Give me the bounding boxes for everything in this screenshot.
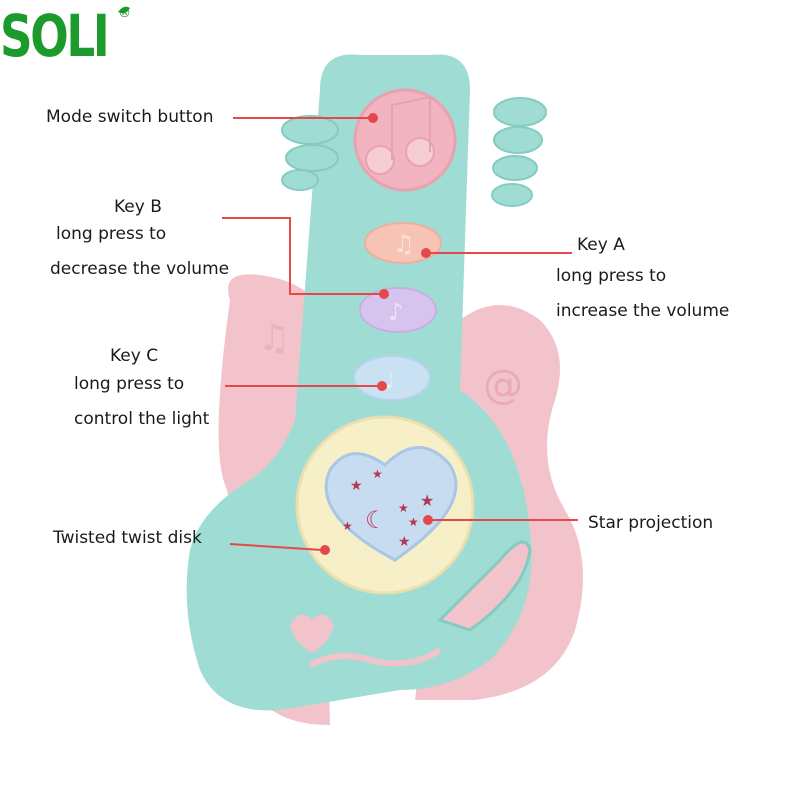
star-projection-label: Star projection xyxy=(588,513,714,533)
moon-icon: ☾ xyxy=(365,506,387,534)
music-note-icon: ♫ xyxy=(393,230,415,258)
mode-switch-button xyxy=(353,88,457,192)
key-a-title: Key A xyxy=(577,235,625,255)
svg-text:★: ★ xyxy=(408,515,419,529)
key-b-desc-line2: decrease the volume xyxy=(50,259,230,279)
twist-disk-label: Twisted twist disk xyxy=(53,528,202,548)
key-b-title: Key B xyxy=(114,197,162,217)
tuning-pegs xyxy=(281,97,547,207)
music-note-icon: ♩ xyxy=(384,369,394,394)
key-a-desc-line1: long press to xyxy=(556,266,667,286)
svg-text:★: ★ xyxy=(398,501,409,515)
svg-text:★: ★ xyxy=(420,491,434,510)
star-icon: ★ ★ ★ ★ ★ ★ ★ xyxy=(342,467,434,550)
key-c-desc-line2: control the light xyxy=(74,409,210,429)
heart-icon xyxy=(324,446,458,562)
key-b-desc-line1: long press to xyxy=(56,224,167,244)
music-note-icon xyxy=(365,95,435,175)
wave-decoration xyxy=(308,647,442,668)
heart-icon xyxy=(290,614,334,653)
mode-switch-label: Mode switch button xyxy=(46,107,214,127)
svg-text:★: ★ xyxy=(350,478,363,494)
key-c-button xyxy=(353,355,431,401)
brand-logo: SOLI xyxy=(0,2,110,70)
svg-text:★: ★ xyxy=(398,534,411,550)
key-b-button xyxy=(359,287,437,333)
svg-text:★: ★ xyxy=(342,519,353,533)
swirl-icon: @ xyxy=(483,362,523,408)
music-note-icon: ♫ xyxy=(258,318,290,359)
leaf-icon xyxy=(118,6,130,14)
key-a-desc-line2: increase the volume xyxy=(556,301,730,321)
key-c-desc-line1: long press to xyxy=(74,374,185,394)
bridge-curve xyxy=(437,540,532,632)
music-note-icon: ♪ xyxy=(388,298,403,326)
key-c-title: Key C xyxy=(110,346,159,366)
pointer-lines xyxy=(222,113,578,555)
svg-text:★: ★ xyxy=(372,467,383,481)
